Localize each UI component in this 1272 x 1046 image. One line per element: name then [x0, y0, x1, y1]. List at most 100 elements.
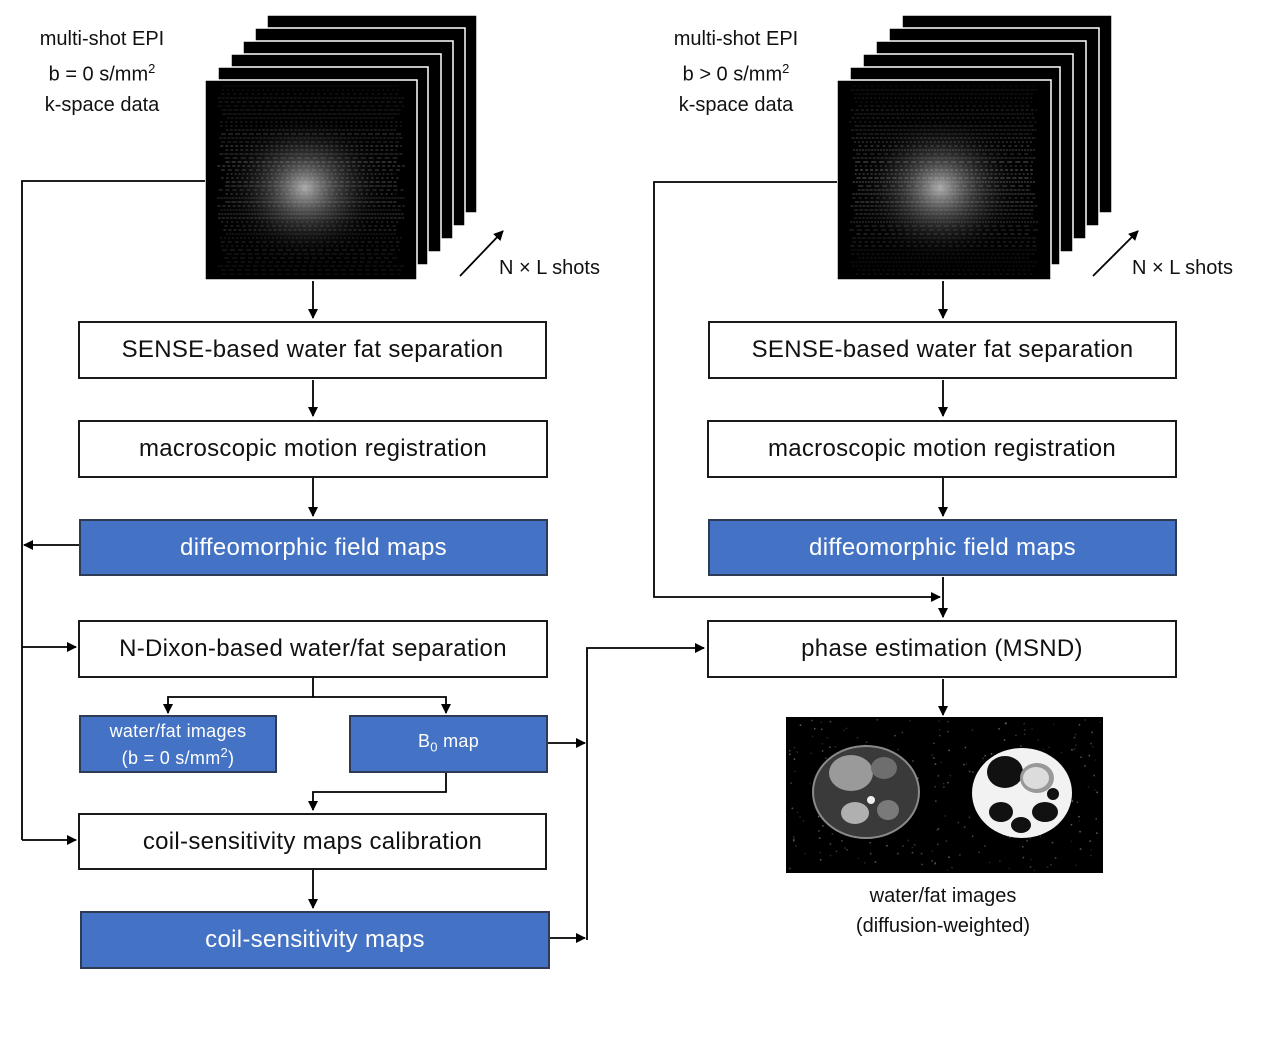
noise-speck: [1023, 722, 1025, 725]
noise-speck: [947, 730, 949, 733]
noise-speck: [1070, 824, 1073, 826]
noise-speck: [912, 760, 914, 762]
noise-speck: [1008, 867, 1010, 870]
noise-speck: [869, 842, 871, 844]
noise-speck: [1073, 748, 1076, 750]
noise-speck: [846, 849, 848, 851]
noise-speck: [814, 727, 816, 730]
noise-speck: [931, 754, 933, 756]
noise-speck: [1030, 858, 1032, 861]
noise-speck: [984, 755, 986, 757]
right-header-line1: multi-shot EPI: [673, 28, 799, 50]
ndixon-box: N-Dixon-based water/fat separation: [78, 620, 548, 678]
output-images: [786, 717, 1103, 873]
right-header: multi-shot EPI b > 0 s/mm2 k-space data: [646, 24, 826, 120]
noise-speck: [835, 850, 838, 853]
noise-speck: [819, 859, 822, 861]
noise-speck: [796, 811, 799, 814]
noise-speck: [799, 724, 802, 726]
noise-speck: [936, 829, 938, 831]
noise-speck: [1087, 786, 1090, 788]
noise-speck: [793, 838, 795, 840]
noise-speck: [829, 843, 832, 845]
right-kspace-front: [836, 79, 1052, 281]
noise-speck: [990, 753, 993, 755]
noise-speck: [937, 843, 939, 846]
noise-speck: [1070, 840, 1073, 843]
noise-speck: [937, 775, 940, 777]
noise-speck: [845, 727, 848, 730]
noise-speck: [1054, 857, 1057, 859]
noise-speck: [821, 750, 824, 752]
noise-speck: [1094, 759, 1097, 761]
noise-speck: [1005, 722, 1007, 724]
noise-speck: [820, 728, 823, 731]
noise-speck: [920, 852, 923, 855]
output-caption-line1: water/fat images: [869, 885, 1017, 907]
noise-speck: [1022, 856, 1025, 859]
noise-speck: [909, 720, 911, 722]
noise-speck: [863, 862, 866, 864]
noise-speck: [829, 720, 832, 723]
right-field-maps-box: diffeomorphic field maps: [708, 519, 1177, 576]
water-fat-b0-line1: water/fat images: [109, 720, 247, 741]
noise-speck: [1024, 729, 1026, 731]
noise-speck: [802, 820, 805, 822]
noise-speck: [793, 840, 795, 842]
noise-speck: [968, 770, 971, 773]
noise-speck: [792, 836, 795, 838]
noise-speck: [998, 728, 1000, 730]
noise-speck: [1051, 841, 1054, 844]
noise-speck: [829, 746, 831, 748]
noise-speck: [971, 835, 974, 837]
noise-speck: [931, 860, 933, 862]
noise-speck: [793, 746, 796, 749]
left-kspace-front: [204, 79, 418, 281]
noise-speck: [965, 763, 968, 765]
left-registration-box: macroscopic motion registration: [78, 420, 548, 478]
noise-speck: [947, 720, 949, 723]
noise-speck: [1078, 724, 1081, 726]
noise-speck: [844, 847, 846, 849]
noise-speck: [1099, 721, 1102, 723]
noise-speck: [963, 763, 965, 766]
noise-speck: [943, 786, 945, 788]
noise-speck: [876, 719, 879, 721]
noise-speck: [934, 763, 937, 765]
noise-speck: [945, 840, 948, 842]
noise-speck: [940, 761, 942, 763]
noise-speck: [907, 839, 910, 842]
noise-speck: [1050, 864, 1052, 866]
noise-speck: [821, 743, 824, 745]
noise-speck: [921, 863, 923, 866]
noise-speck: [795, 845, 797, 847]
noise-speck: [1074, 733, 1077, 736]
noise-speck: [810, 752, 812, 755]
noise-speck: [894, 734, 896, 737]
noise-speck: [1092, 746, 1094, 748]
noise-speck: [818, 830, 821, 832]
noise-speck: [1060, 751, 1063, 754]
noise-speck: [942, 782, 945, 785]
noise-speck: [1090, 854, 1092, 857]
noise-speck: [829, 854, 832, 857]
right-kspace-stack: [836, 14, 1113, 281]
noise-speck: [820, 721, 823, 723]
noise-speck: [1053, 723, 1055, 726]
noise-speck: [791, 807, 794, 810]
noise-speck: [988, 861, 991, 864]
noise-speck: [1076, 801, 1079, 804]
noise-speck: [1048, 746, 1050, 749]
right-shots-arrow: [1092, 230, 1139, 277]
noise-speck: [1071, 749, 1073, 751]
left-shots-arrow: [459, 230, 504, 277]
calibration-box: coil-sensitivity maps calibration: [78, 813, 547, 870]
noise-speck: [789, 753, 791, 756]
noise-speck: [804, 852, 806, 855]
noise-speck: [911, 851, 914, 854]
noise-speck: [1091, 731, 1093, 734]
phase-estimation-box: phase estimation (MSND): [707, 620, 1177, 678]
noise-speck: [1084, 765, 1086, 767]
noise-speck: [826, 736, 829, 739]
noise-speck: [1088, 754, 1091, 757]
